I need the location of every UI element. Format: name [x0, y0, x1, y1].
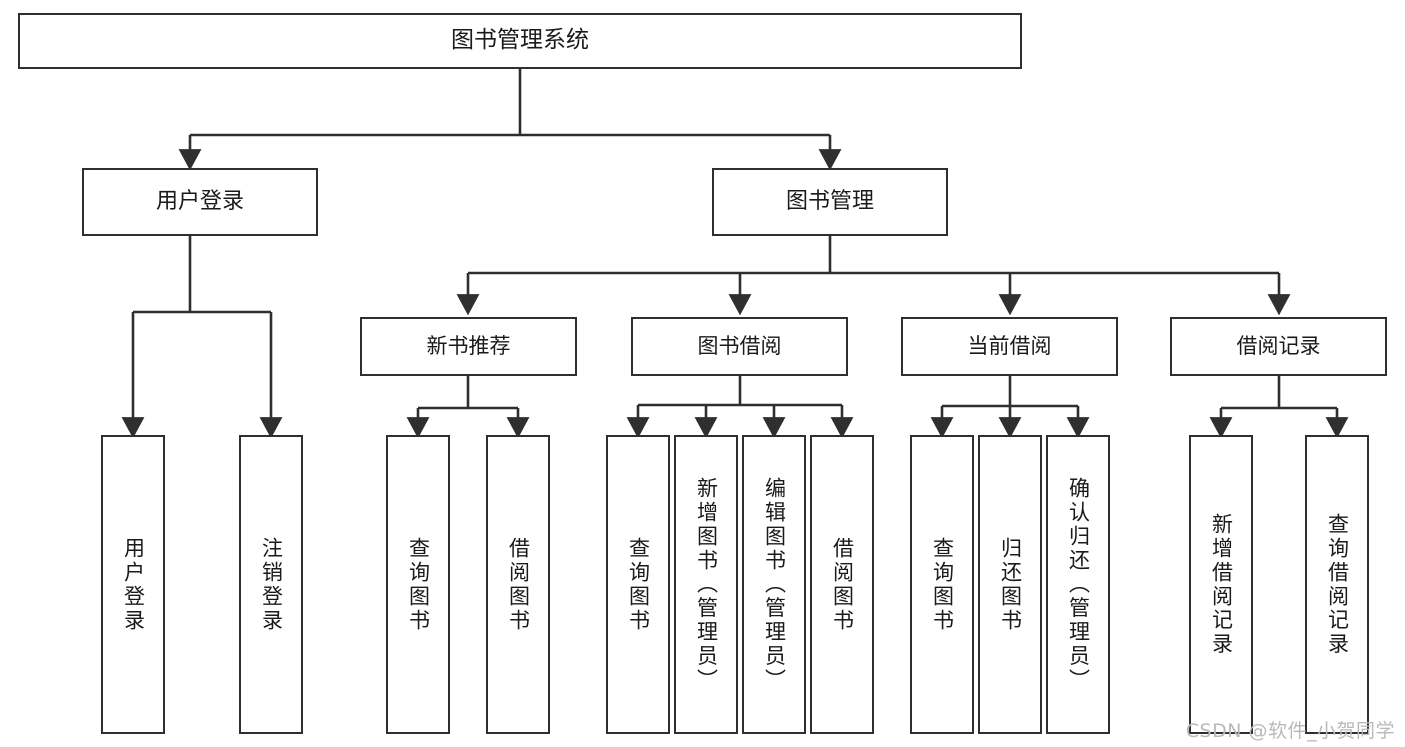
node-label: 用户登录 [121, 536, 146, 633]
node-label: 编辑图书（管理员） [762, 476, 787, 693]
node-label: 查询图书 [406, 536, 431, 633]
node-label: 查询借阅记录 [1325, 512, 1350, 657]
leaf-logout[interactable]: 注销登录 [239, 435, 303, 734]
node-user-login[interactable]: 用户登录 [82, 168, 318, 236]
leaf-return-book[interactable]: 归还图书 [978, 435, 1042, 734]
leaf-edit-book-admin[interactable]: 编辑图书（管理员） [742, 435, 806, 734]
leaf-borrow-book-recommend[interactable]: 借阅图书 [486, 435, 550, 734]
node-label: 用户登录 [155, 189, 244, 215]
leaf-query-book-borrow[interactable]: 查询图书 [606, 435, 670, 734]
node-label: 新增借阅记录 [1209, 512, 1234, 657]
node-label: 查询图书 [930, 536, 955, 633]
leaf-query-book-current[interactable]: 查询图书 [910, 435, 974, 734]
node-label: 当前借阅 [967, 334, 1052, 359]
node-label: 注销登录 [259, 536, 284, 633]
leaf-query-book-recommend[interactable]: 查询图书 [386, 435, 450, 734]
node-label: 借阅图书 [830, 536, 855, 633]
node-label: 图书管理 [785, 189, 874, 215]
node-book-borrow[interactable]: 图书借阅 [631, 317, 848, 376]
leaf-borrow-book[interactable]: 借阅图书 [810, 435, 874, 734]
node-label: 图书借阅 [697, 334, 782, 359]
node-label: 借阅图书 [506, 536, 531, 633]
node-label: 新增图书（管理员） [694, 476, 719, 693]
node-label: 新书推荐 [426, 334, 511, 359]
node-label: 图书管理系统 [451, 27, 589, 54]
node-label: 归还图书 [998, 536, 1023, 633]
node-new-book-recommend[interactable]: 新书推荐 [360, 317, 577, 376]
leaf-user-login[interactable]: 用户登录 [101, 435, 165, 734]
leaf-add-book-admin[interactable]: 新增图书（管理员） [674, 435, 738, 734]
leaf-add-borrow-record[interactable]: 新增借阅记录 [1189, 435, 1253, 734]
node-label: 确认归还（管理员） [1066, 476, 1091, 693]
node-book-management[interactable]: 图书管理 [712, 168, 948, 236]
leaf-confirm-return-admin[interactable]: 确认归还（管理员） [1046, 435, 1110, 734]
leaf-query-borrow-record[interactable]: 查询借阅记录 [1305, 435, 1369, 734]
node-label: 借阅记录 [1236, 334, 1321, 359]
node-root-book-management-system[interactable]: 图书管理系统 [18, 13, 1022, 69]
node-borrow-record[interactable]: 借阅记录 [1170, 317, 1387, 376]
node-label: 查询图书 [626, 536, 651, 633]
csdn-watermark: CSDN @软件_小贺同学 [1185, 720, 1395, 742]
node-current-borrow[interactable]: 当前借阅 [901, 317, 1118, 376]
